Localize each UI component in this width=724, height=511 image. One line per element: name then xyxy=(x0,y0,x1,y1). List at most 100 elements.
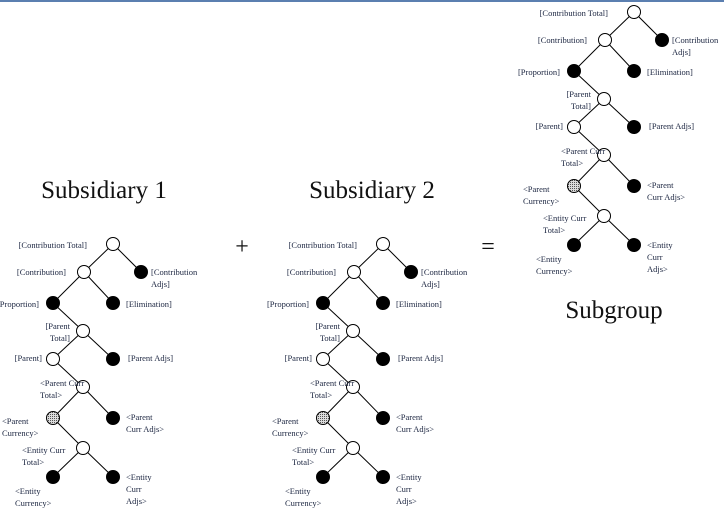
node-label-el: [Elimination] xyxy=(396,299,442,309)
node-label-line: Total> xyxy=(292,457,314,467)
node-label-line: Currency> xyxy=(536,266,573,276)
node-pr-filled xyxy=(46,296,60,310)
node-pt-open xyxy=(76,324,90,338)
node-label-line: Total> xyxy=(310,390,332,400)
node-ct-open xyxy=(106,237,120,251)
node-label-line: [Elimination] xyxy=(396,299,442,309)
tree-title-subsidiary-2: Subsidiary 2 xyxy=(309,177,435,204)
node-label-line: <Entity Curr xyxy=(543,213,586,223)
node-p-open xyxy=(316,352,330,366)
node-pc-hatched xyxy=(316,411,330,425)
tree-edge xyxy=(573,154,605,187)
node-label-line: <Entity Curr xyxy=(292,445,335,455)
tree-edge xyxy=(573,185,605,217)
tree-edge xyxy=(83,271,114,304)
node-pr-filled xyxy=(316,296,330,310)
node-label-line: <Parent xyxy=(523,184,550,194)
tree-1: [Contribution Total] [Contribution] [Contr… xyxy=(0,237,198,508)
equals-operator: = xyxy=(481,234,495,260)
node-label-ct: [Contribution Total] xyxy=(540,8,609,18)
node-label-line: Curr xyxy=(126,484,142,494)
node-label-line: Total> xyxy=(561,158,583,168)
node-p-open xyxy=(46,352,60,366)
node-label-line: [Parent Adjs] xyxy=(398,353,443,363)
node-eca-filled xyxy=(106,470,120,484)
node-label-line: <Entity Curr xyxy=(22,445,65,455)
tree-edge xyxy=(603,154,635,187)
node-label-p: [Parent] xyxy=(536,121,564,131)
node-pt-open xyxy=(346,324,360,338)
node-label-line: <Parent xyxy=(272,416,299,426)
tree-title-subsidiary-1: Subsidiary 1 xyxy=(41,177,167,204)
plus-operator: + xyxy=(235,234,249,260)
node-label-pr: [Proportion] xyxy=(0,299,39,309)
node-label-line: [Proportion] xyxy=(267,299,309,309)
node-label-c: [Contribution] xyxy=(17,267,66,277)
tree-edge xyxy=(573,39,606,72)
node-label-pr: [Proportion] xyxy=(267,299,309,309)
node-label-ct: [Contribution Total] xyxy=(289,240,358,250)
node-c-open xyxy=(77,265,91,279)
node-c-open xyxy=(598,33,612,47)
node-label-line: <Entity xyxy=(536,254,562,264)
node-eca-filled xyxy=(376,470,390,484)
node-label-line: [Elimination] xyxy=(647,67,693,77)
tree-edge xyxy=(322,271,355,304)
tree-edge xyxy=(52,271,85,304)
node-ct-open xyxy=(376,237,390,251)
node-label-line: <Entity xyxy=(285,486,311,496)
node-label-line: Curr xyxy=(647,252,663,262)
node-label-line: Total> xyxy=(543,225,565,235)
node-label-line: Adjs> xyxy=(647,264,668,274)
node-el-filled xyxy=(106,296,120,310)
node-p-open xyxy=(567,120,581,134)
tree-edge xyxy=(82,386,114,419)
node-label-line: [Parent xyxy=(315,321,340,331)
node-label-line: [Parent xyxy=(45,321,70,331)
node-label-line: [Contribution Total] xyxy=(19,240,88,250)
top-border-line xyxy=(0,0,724,2)
node-label-line: [Contribution xyxy=(151,267,198,277)
node-label-line: Currency> xyxy=(15,498,52,508)
node-eca-filled xyxy=(627,238,641,252)
node-label-line: Currency> xyxy=(285,498,322,508)
node-ca-filled xyxy=(134,265,148,279)
node-ec-filled xyxy=(316,470,330,484)
node-label-line: Curr Adjs> xyxy=(396,424,434,434)
node-label-line: Total> xyxy=(40,390,62,400)
tree-3: [Contribution Total][Contribution][Contr… xyxy=(518,5,719,276)
node-label-pr: [Proportion] xyxy=(518,67,560,77)
node-label-line: <Entity xyxy=(15,486,41,496)
node-label-line: Adjs] xyxy=(421,279,440,289)
node-label-line: <Entity xyxy=(396,472,422,482)
node-label-line: [Contribution Total] xyxy=(540,8,609,18)
node-label-line: Currency> xyxy=(272,428,309,438)
tree-edge xyxy=(52,417,84,449)
node-label-pa: [Parent Adjs] xyxy=(128,353,173,363)
node-label-line: <Parent Curr xyxy=(310,378,354,388)
node-label-line: <Parent xyxy=(647,180,674,190)
node-label-line: <Entity xyxy=(647,240,673,250)
node-label-line: [Contribution] xyxy=(287,267,336,277)
node-label-line: [Contribution Total] xyxy=(289,240,358,250)
tree-edge xyxy=(604,39,635,72)
node-label-line: Curr Adjs> xyxy=(647,192,685,202)
node-pca-filled xyxy=(627,179,641,193)
node-ec-filled xyxy=(46,470,60,484)
node-label-line: <Entity xyxy=(126,472,152,482)
node-pr-filled xyxy=(567,64,581,78)
node-label-p: [Parent] xyxy=(15,353,43,363)
